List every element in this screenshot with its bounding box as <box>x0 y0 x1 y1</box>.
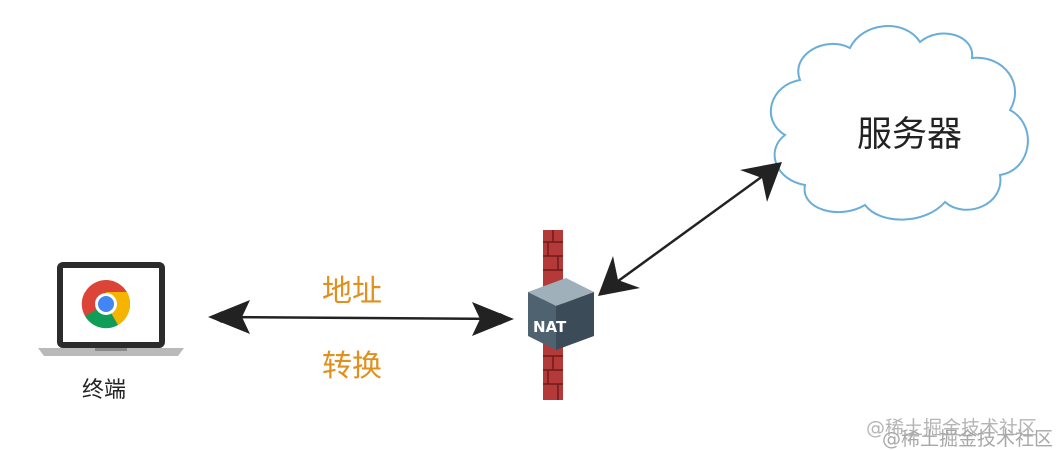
annotation-line-1: 地址 <box>322 274 382 309</box>
server-label: 服务器 <box>857 115 963 155</box>
chrome-icon <box>81 280 131 329</box>
arrow-nat-server <box>602 163 779 294</box>
watermark-text: @稀土掘金技术社区 <box>866 417 1038 439</box>
watermark-text-shadow: @稀土掘金技术社区 <box>882 428 1054 450</box>
nat-device <box>528 278 594 350</box>
arrow-terminal-nat <box>210 311 512 325</box>
terminal-label: 终端 <box>82 378 127 403</box>
laptop-icon <box>38 262 184 356</box>
annotation-line-2: 转换 <box>322 349 382 384</box>
nat-label: NAT <box>533 318 567 336</box>
cloud-icon <box>769 25 1029 221</box>
